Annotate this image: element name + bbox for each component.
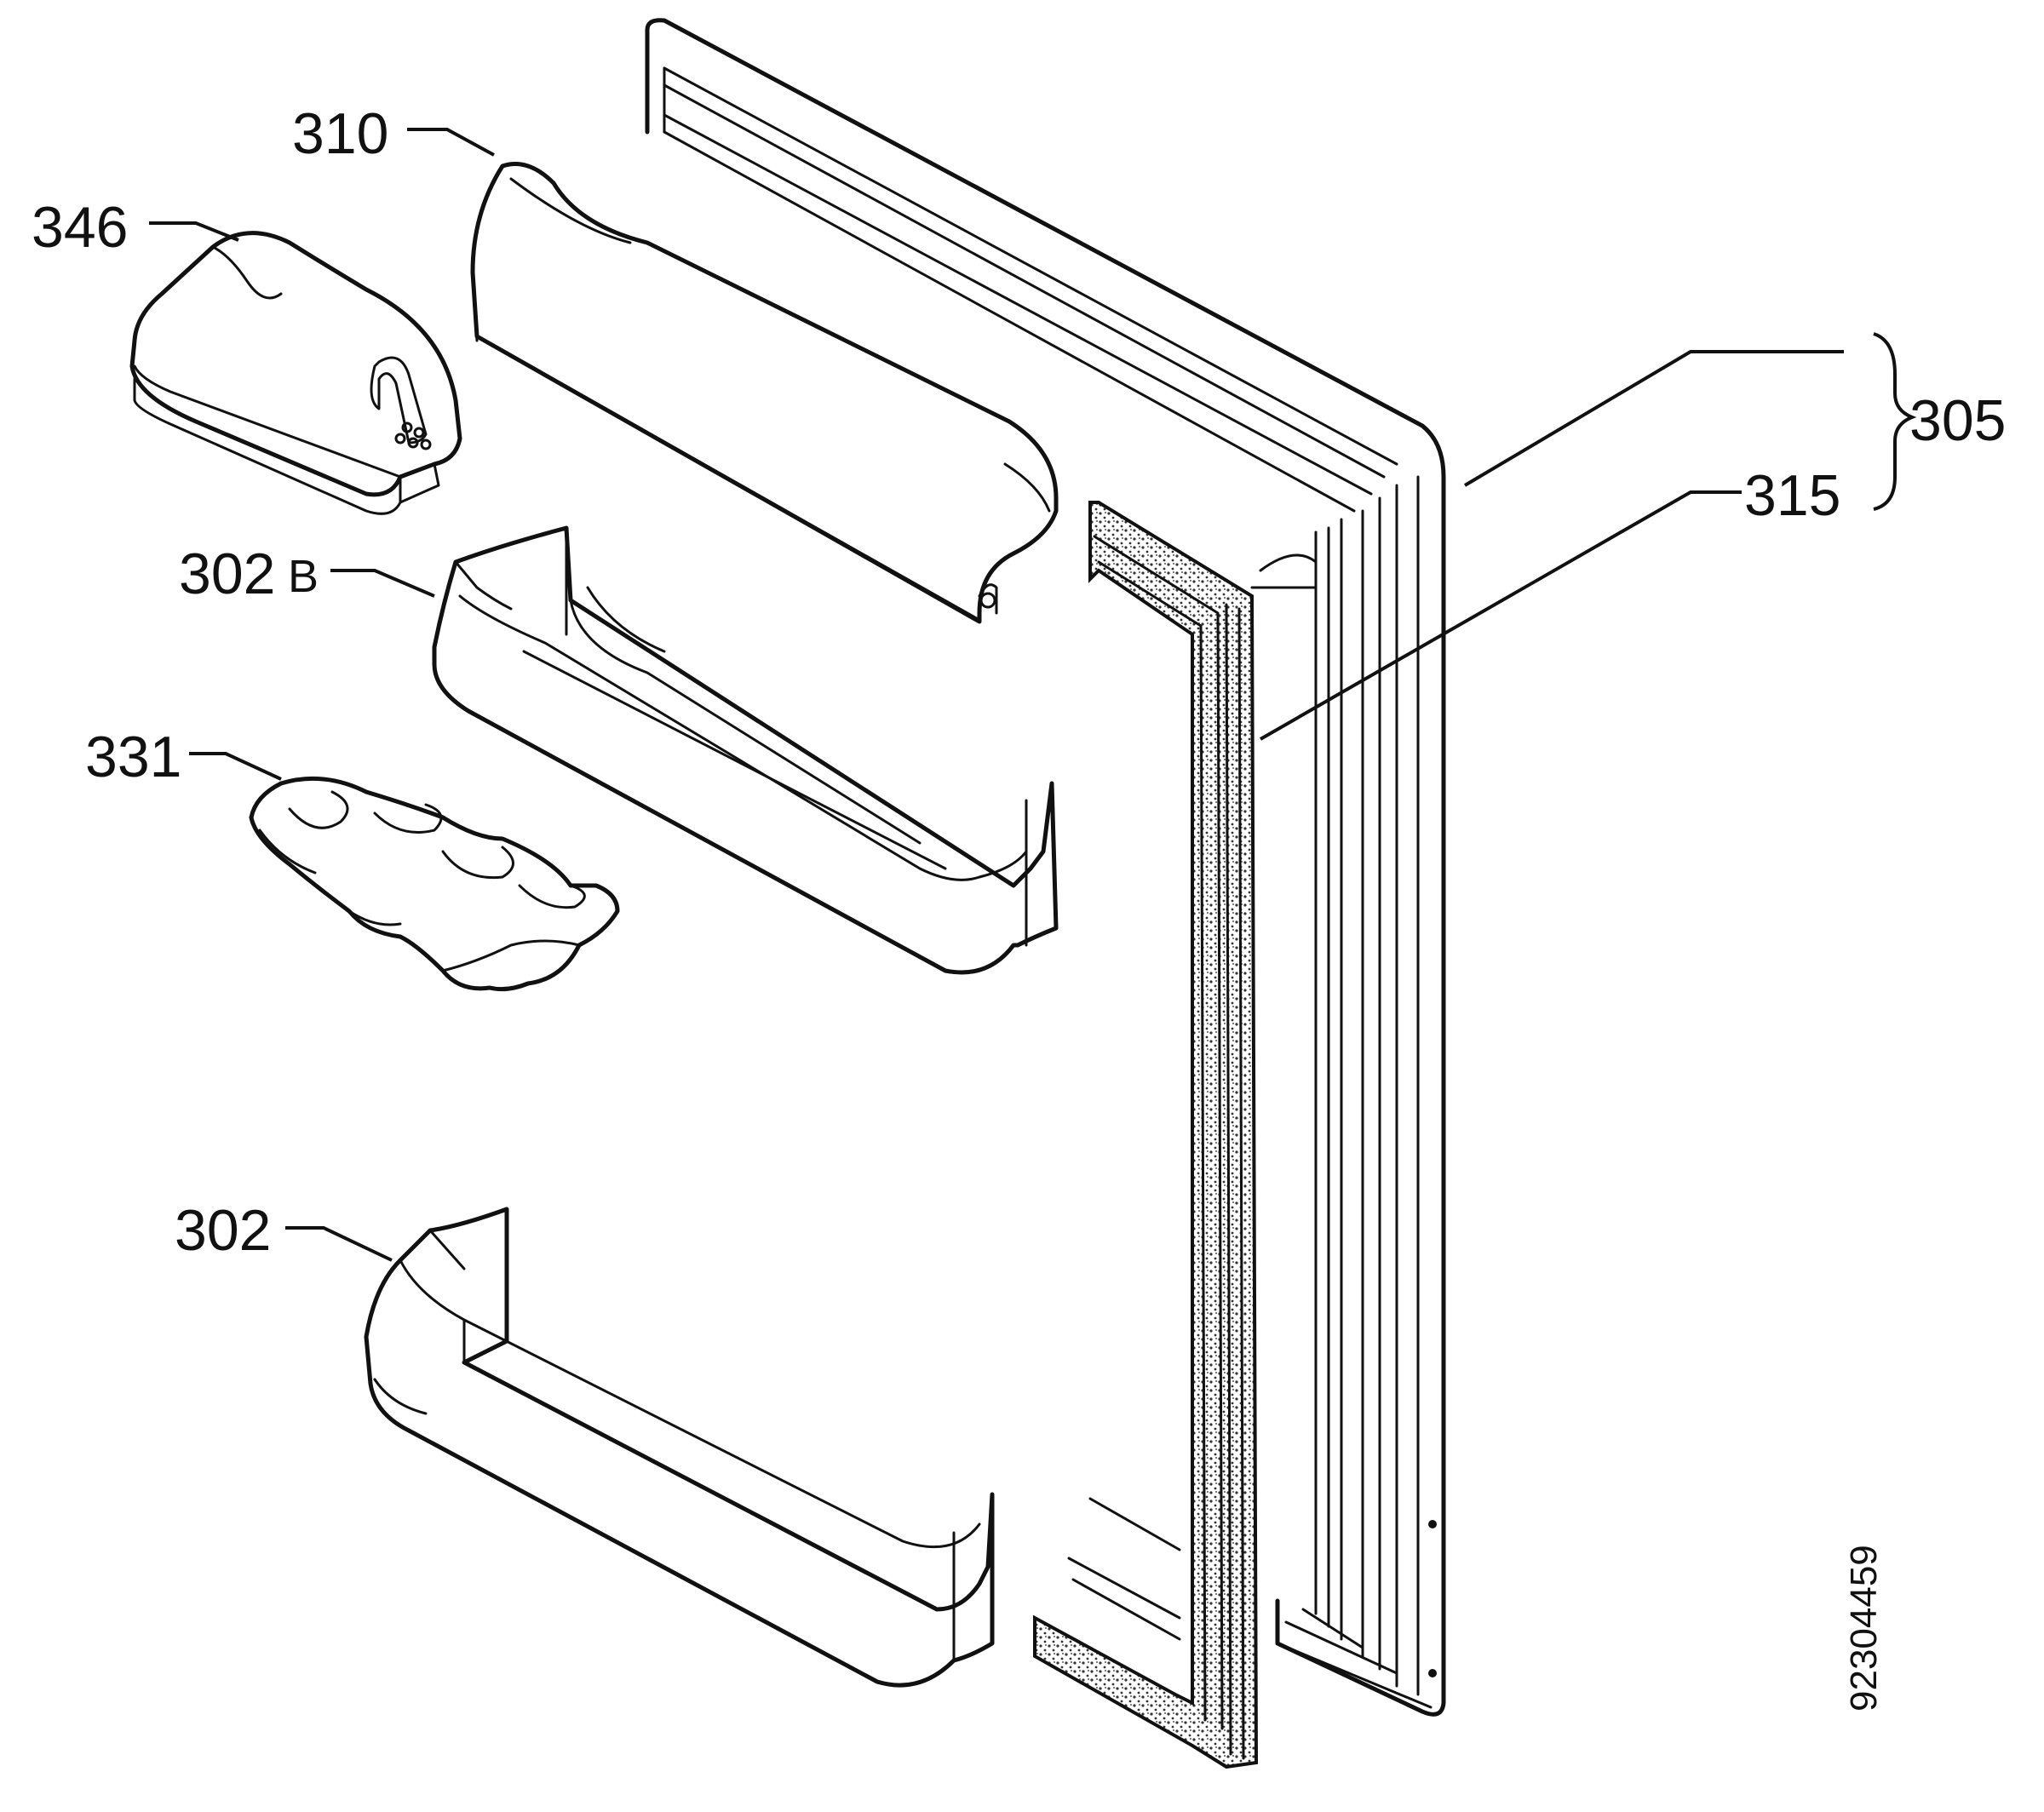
leader-302b: [330, 569, 435, 598]
label-346: 346: [32, 195, 128, 260]
leader-lines: [149, 128, 1917, 1262]
door-shelf-upper: [432, 525, 1059, 975]
leader-310: [407, 128, 495, 157]
brace-305: [1873, 332, 1917, 511]
butter-box: [129, 231, 462, 515]
leader-315: [1260, 490, 1742, 741]
part-labels: 310 346 302 B 331 302 305 315 92304459: [32, 101, 2006, 1712]
label-331: 331: [85, 725, 181, 789]
dairy-cover: [470, 162, 1059, 624]
door-panel: [645, 18, 1446, 1717]
label-305: 305: [1909, 388, 2006, 453]
label-310: 310: [292, 101, 388, 166]
label-302: 302: [175, 1198, 271, 1263]
leader-346: [149, 221, 239, 242]
label-302b-suffix: B: [288, 551, 319, 602]
leader-331: [189, 752, 282, 781]
leader-302: [285, 1226, 393, 1262]
document-number: 92304459: [1843, 1545, 1885, 1712]
door-shelf-lower: [364, 1207, 995, 1688]
leader-305: [1463, 350, 1844, 487]
egg-tray: [249, 776, 620, 992]
label-302b-number: 302: [179, 542, 275, 606]
door-gasket: [1033, 501, 1259, 1769]
label-315: 315: [1744, 463, 1840, 528]
